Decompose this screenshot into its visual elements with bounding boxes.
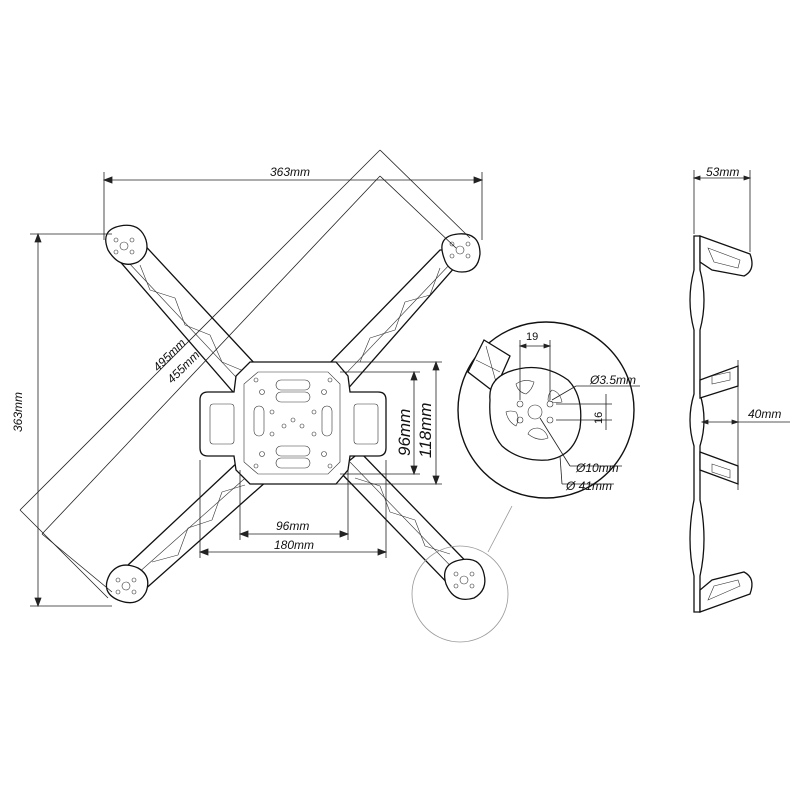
- width-label: 363mm: [270, 165, 310, 179]
- side-dimensions: [692, 170, 790, 490]
- detail-circle: [457, 321, 635, 499]
- detail-view: 19 16 Ø3.5mm Ø10mm Ø 41mm: [467, 331, 640, 493]
- motor-mount-nw: [105, 224, 148, 265]
- side-height-label: 40mm: [748, 407, 781, 421]
- height-label: 363mm: [11, 392, 25, 432]
- detail-spacing-x-label: 19: [526, 331, 538, 343]
- hole-small-label: Ø3.5mm: [589, 373, 636, 387]
- detail-callout: [411, 321, 635, 643]
- outer-diameter-label: Ø 41mm: [565, 479, 612, 493]
- motor-mount-sw: [105, 564, 149, 604]
- arm-ne: [324, 249, 472, 393]
- plate-height-small-label: 96mm: [395, 409, 414, 456]
- dimension-lines-top: [19, 149, 484, 608]
- hole-center-label: Ø10mm: [575, 461, 619, 475]
- plate-height-large-label: 118mm: [416, 403, 435, 458]
- motor-mount-se: [443, 558, 486, 601]
- side-width-label: 53mm: [706, 165, 739, 179]
- side-view: [689, 235, 753, 613]
- detail-spacing-y-label: 16: [593, 412, 605, 424]
- plate-width-large-label: 180mm: [274, 538, 314, 552]
- plate-width-small-label: 96mm: [276, 519, 309, 533]
